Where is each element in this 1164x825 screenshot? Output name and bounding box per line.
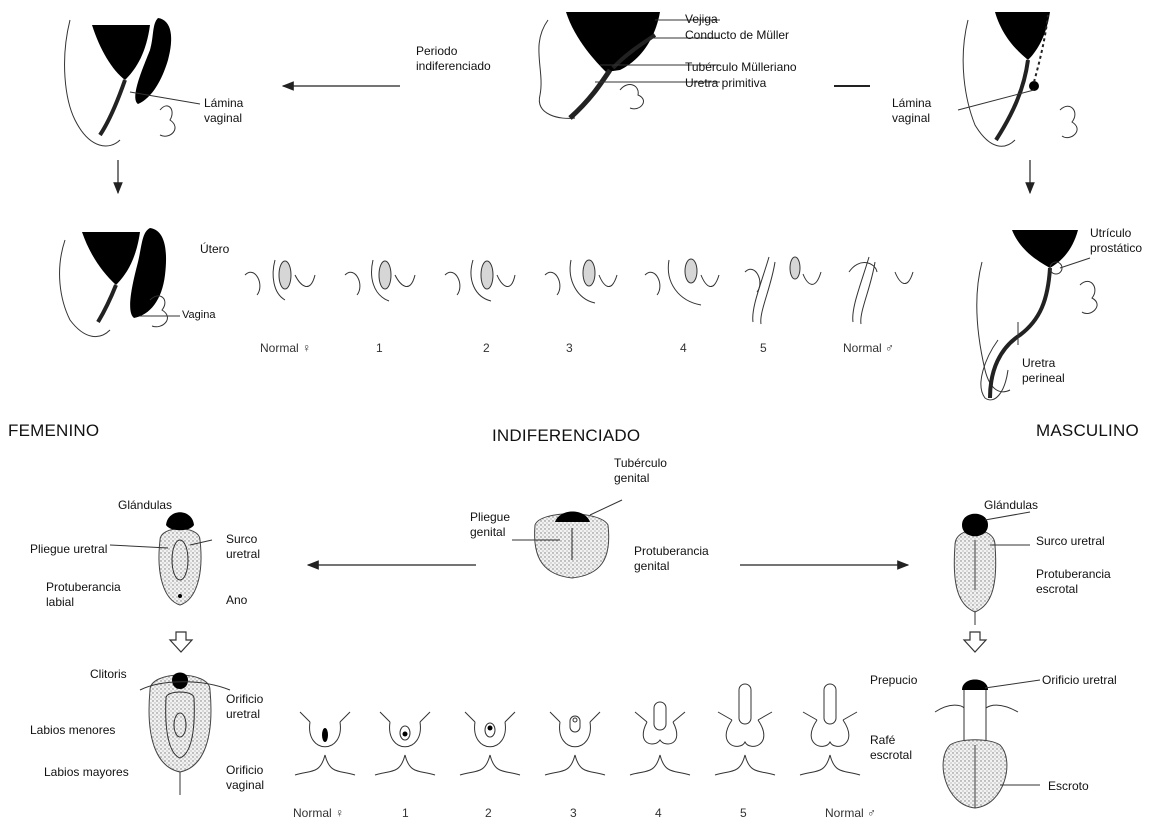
label-orificio-vaginal: Orificio vaginal [226,763,264,793]
hollow-arrow-female [170,632,192,652]
female-early-sagittal-figure [65,18,200,146]
label-f-pliegue-uretral: Pliegue uretral [30,542,107,557]
label-periodo-indiferenciado: Periodo indiferenciado [416,44,491,74]
label-f-surco-uretral: Surco uretral [226,532,260,562]
external-stage-fig-1 [375,712,435,775]
label-protuberancia-genital: Protuberancia genital [634,544,709,574]
internal-stage-label-2: 2 [483,341,490,355]
label-m-glandulas: Glándulas [984,498,1038,513]
external-stage-fig-3 [545,712,605,775]
label-prepucio: Prepucio [870,673,917,688]
label-lamina-vaginal-right: Lámina vaginal [892,96,931,126]
section-femenino: FEMENINO [8,421,99,441]
label-vagina: Vagina [182,308,215,323]
label-orificio-uretral-f: Orificio uretral [226,692,263,722]
label-utriculo-prostatico: Utrículo prostático [1090,226,1142,256]
internal-stage-fig-1 [345,260,415,301]
external-stage-label-6: Normal ♂ [825,806,876,820]
label-labios-menores: Labios menores [30,723,115,738]
label-f-glandulas: Glándulas [118,498,172,513]
label-uretra-primitiva: Uretra primitiva [685,76,766,91]
internal-stage-fig-5 [745,257,821,324]
label-lamina-vaginal-left: Lámina vaginal [204,96,243,126]
label-f-ano: Ano [226,593,247,608]
label-m-surco-uretral: Surco uretral [1036,534,1105,549]
external-stage-fig-0 [295,712,355,775]
label-utero: Útero [200,242,229,257]
label-clitoris: Clitoris [90,667,127,682]
external-stage-label-4: 4 [655,806,662,820]
label-orificio-uretral-m: Orificio uretral [1042,673,1117,688]
label-tuberculo-genital: Tubérculo genital [614,456,667,486]
external-stage-label-0: Normal ♀ [293,806,344,820]
internal-stage-label-1: 1 [376,341,383,355]
external-stage-fig-6 [800,684,860,775]
label-uretra-perineal: Uretra perineal [1022,356,1065,386]
external-stage-label-1: 1 [402,806,409,820]
label-labios-mayores: Labios mayores [44,765,129,780]
external-stage-fig-2 [460,712,520,775]
label-pliegue-genital: Pliegue genital [470,510,510,540]
internal-stage-fig-3 [545,260,617,303]
internal-stage-fig-2 [445,260,515,301]
label-m-protuberancia-escrotal: Protuberancia escrotal [1036,567,1111,597]
internal-stage-fig-6 [849,257,913,324]
internal-stage-label-3: 3 [566,341,573,355]
label-tuberculo-mulleriano: Tubérculo Mülleriano [685,60,797,75]
indifferent-external-figure [512,500,622,578]
internal-stage-label-5: 5 [760,341,767,355]
external-stage-fig-5 [715,684,775,775]
male-external-early-figure [954,512,1030,625]
label-rafe-escrotal: Rafé escrotal [870,733,912,763]
label-f-protuberancia-labial: Protuberancia labial [46,580,121,610]
label-vejiga: Vejiga [685,12,718,27]
section-indiferenciado: INDIFERENCIADO [492,426,640,446]
internal-stage-label-6: Normal ♂ [843,341,894,355]
internal-stage-sequence [245,257,913,324]
external-stage-label-5: 5 [740,806,747,820]
hollow-arrow-male [964,632,986,652]
external-stage-sequence [295,684,860,775]
internal-stage-label-4: 4 [680,341,687,355]
male-external-final-figure [935,680,1040,809]
internal-stage-label-0: Normal ♀ [260,341,311,355]
female-external-early-figure [110,512,212,605]
external-stage-label-2: 2 [485,806,492,820]
external-stage-label-3: 3 [570,806,577,820]
label-conducto-muller: Conducto de Müller [685,28,789,43]
female-external-final-figure [140,673,230,796]
female-internal-figure [60,228,180,337]
internal-stage-fig-4 [645,259,719,305]
male-early-sagittal-figure [958,12,1077,146]
section-masculino: MASCULINO [1036,421,1139,441]
external-stage-fig-4 [630,702,690,775]
label-escroto: Escroto [1048,779,1089,794]
internal-stage-fig-0 [245,260,315,300]
